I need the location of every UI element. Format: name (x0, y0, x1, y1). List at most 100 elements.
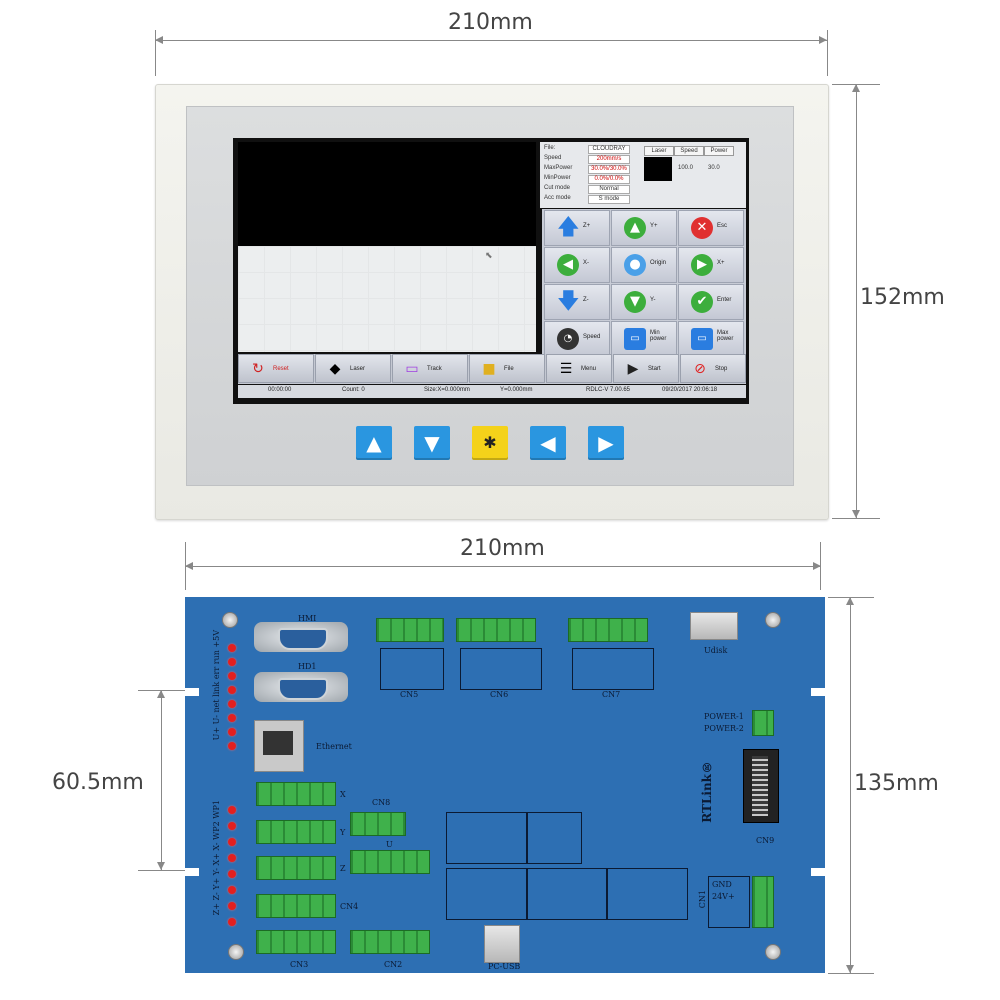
pc-usb-port[interactable] (484, 925, 520, 963)
arrow-right-icon: ▶ (691, 254, 713, 276)
key-left-button[interactable]: ◀ (530, 426, 566, 460)
origin-button[interactable]: ● Origin (611, 247, 677, 283)
dimension-tick (185, 542, 186, 590)
dimension-tick (820, 542, 821, 590)
printer-icon: ▭ (624, 328, 646, 350)
file-button[interactable]: ■ File (469, 354, 545, 383)
u-terminal[interactable] (350, 850, 430, 874)
y-plus-button[interactable]: ▲ Y+ (611, 210, 677, 246)
cn1-pin-table (708, 876, 750, 928)
cursor-icon: ⬉ (485, 250, 493, 260)
info-value-file: CLOUDRAY (588, 145, 630, 154)
status-count: Count: 0 (342, 387, 365, 393)
mount-spacing-dimension-line (161, 690, 162, 870)
start-button[interactable]: ▶ Start (613, 354, 679, 383)
x-minus-label: X- (583, 260, 589, 266)
info-label-cutmode: Cut mode (544, 185, 571, 191)
cn8-pin-table (526, 812, 582, 864)
top-height-label: 152mm (860, 285, 945, 310)
printer-icon: ▭ (691, 328, 713, 350)
udisk-label: Udisk (704, 646, 728, 655)
key-laser-button[interactable]: ✱ (472, 426, 508, 460)
cn4-terminal[interactable] (256, 894, 336, 918)
y-terminal[interactable] (256, 820, 336, 844)
mount-spacing-label: 60.5mm (50, 770, 146, 795)
key-right-button[interactable]: ▶ (588, 426, 624, 460)
hd1-db15-port[interactable] (254, 672, 348, 702)
info-value-maxpower: 30.0%/30.0% (588, 165, 630, 174)
x-plus-button[interactable]: ▶ X+ (678, 247, 744, 283)
z-plus-label: Z+ (583, 223, 591, 229)
max-power-button[interactable]: ▭ Max power (678, 321, 744, 357)
laser-button[interactable]: ◆ Laser (315, 354, 391, 383)
24v-label: 24V+ (712, 892, 735, 901)
cn5-terminal[interactable] (376, 618, 444, 642)
cn4-pin-table (446, 868, 528, 920)
screw-icon (765, 944, 781, 960)
stop-label: Stop (715, 366, 728, 372)
menu-label: Menu (581, 366, 597, 372)
gnd-label: GND (712, 880, 732, 889)
check-icon: ✔ (691, 291, 713, 313)
y-label: Y (340, 828, 346, 837)
cn3-terminal[interactable] (256, 930, 336, 954)
min-power-button[interactable]: ▭ Min power (611, 321, 677, 357)
close-icon: ✕ (691, 217, 713, 239)
cn6-terminal[interactable] (456, 618, 536, 642)
x-minus-button[interactable]: ◀ X- (544, 247, 610, 283)
key-down-button[interactable]: ▼ (414, 426, 450, 460)
min-power-label: Min power (650, 330, 667, 342)
enter-label: Enter (717, 297, 732, 303)
stop-button[interactable]: ⊘ Stop (680, 354, 746, 383)
cn8-terminal[interactable] (350, 812, 406, 836)
laser-header: Laser (644, 146, 674, 156)
arrow-down-icon (852, 510, 860, 518)
x-terminal[interactable] (256, 782, 336, 806)
enter-button[interactable]: ✔ Enter (678, 284, 744, 320)
track-button[interactable]: ▭ Track (392, 354, 468, 383)
status-time: 00:00:00 (268, 387, 292, 393)
ethernet-port[interactable] (254, 720, 304, 772)
udisk-usb-port[interactable] (690, 612, 738, 640)
layer-power-value: 30.0 (708, 165, 720, 171)
key-up-button[interactable]: ▲ (356, 426, 392, 460)
z-terminal[interactable] (256, 856, 336, 880)
hmi-label: HMI (298, 614, 317, 623)
arrow-up-icon (846, 597, 854, 605)
cn9-idc-header[interactable] (743, 749, 779, 823)
board-height-label: 135mm (854, 771, 939, 796)
hmi-db9-port[interactable] (254, 622, 348, 652)
arrow-down-circle-icon: ▼ (624, 291, 646, 313)
z-minus-button[interactable]: 🡇 Z- (544, 284, 610, 320)
cn2-terminal[interactable] (350, 930, 430, 954)
z-label: Z (340, 864, 346, 873)
folder-icon: ■ (482, 361, 496, 377)
x-label: X (340, 790, 346, 799)
info-value-speed: 200mm/s (588, 155, 630, 164)
speed-button[interactable]: ◔ Speed (544, 321, 610, 357)
arrow-right-icon (819, 36, 827, 44)
led-bottom-labels: Z+ Z- Y+ Y- X+ X- WP2 WP1 (212, 800, 221, 916)
reset-button[interactable]: ↻ Reset (238, 354, 314, 383)
info-value-accmode: S mode (588, 195, 630, 204)
laser-color-swatch[interactable] (644, 157, 672, 181)
arrow-down-icon: 🡇 (557, 289, 580, 314)
led-indicator (228, 806, 236, 814)
board-notch (811, 688, 825, 696)
board-notch (185, 868, 199, 876)
cn5-label: CN5 (400, 690, 419, 699)
led-indicator (228, 700, 236, 708)
arrow-left-icon (155, 36, 163, 44)
y-minus-button[interactable]: ▼ Y- (611, 284, 677, 320)
z-plus-button[interactable]: 🡅 Z+ (544, 210, 610, 246)
bottom-toolbar: ↻ Reset ◆ Laser ▭ Track ■ File ☰ Menu ▶ … (238, 354, 746, 384)
power1-label: POWER-1 (704, 712, 744, 721)
status-size-y: Y=0.000mm (500, 387, 533, 393)
power-terminal[interactable] (752, 710, 774, 736)
cn7-terminal[interactable] (568, 618, 648, 642)
menu-button[interactable]: ☰ Menu (546, 354, 612, 383)
cn4-label: CN4 (340, 902, 359, 911)
esc-button[interactable]: ✕ Esc (678, 210, 744, 246)
cn6-pin-table (460, 648, 542, 690)
cn1-terminal[interactable] (752, 876, 774, 928)
